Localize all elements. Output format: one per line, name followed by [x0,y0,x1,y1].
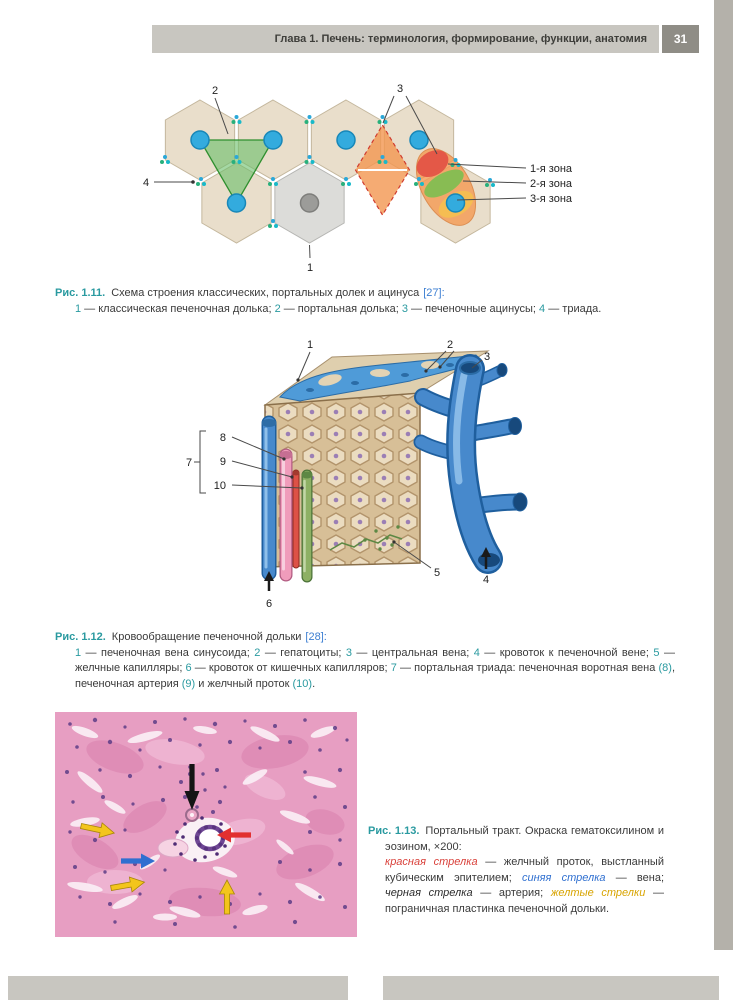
fig12-caption-ref: Рис. 1.12. [55,631,106,643]
fig12-caption: Рис. 1.12. Кровообращение печеночной доль… [55,630,675,692]
fig11-callout-3: 3 [397,83,403,95]
fig12-caption-legend: 1 — печеночная вена синусоида; 2 — гепат… [75,646,675,693]
zone-label-3: 3-я зона [530,193,573,205]
fig12-callout-2: 2 [447,339,453,351]
chapter-title: Глава 1. Печень: терминология, формирова… [274,33,647,45]
zone-label-1: 1-я зона [530,163,573,175]
legend-item: 7 — портальная триада: печеночная воротн… [390,662,659,675]
page-number-tab: 31 [662,25,699,53]
acinus-diamond [354,123,411,217]
fig11-caption-ref: Рис. 1.11. [55,287,106,299]
page-number: 31 [673,32,688,46]
legend-item: 1 — печеночная вена синусоида; [75,646,255,659]
portal-vein [157,838,189,858]
legend-item: красная стрелка — желчный проток, выстла… [385,856,664,884]
legend-item: 4 — кровоток к печеночной вене; [473,646,654,659]
legend-item: синяя стрелка — вена; [521,871,665,884]
legend-item: (8), печеночная артерия [75,662,675,690]
portal-lobule-triangle [198,139,275,205]
fig12-caption-citation: [28]: [305,631,327,643]
legend-item: 5 — желчные капилляры; [75,646,675,675]
fig11-callout-1: 1 [307,262,313,274]
legend-item: черная стрелка — артерия; [385,887,551,900]
legend-item: желтые стрелки — пограничная пластинка п… [385,887,664,916]
fig12-leader-dots [282,365,442,544]
legend-item: (10). [292,677,316,690]
fig11-caption-citation: [27]: [423,287,445,299]
fig12-caption-title: Кровообращение печеночной дольки [111,631,302,643]
page-edge-bottom-left [8,976,348,1000]
chapter-header-bar: Глава 1. Печень: терминология, формирова… [152,25,659,53]
figure-1-13-histology-image [55,712,357,937]
legend-item: 2 — гепатоциты; [254,646,346,659]
triad-pointer-dot [191,180,195,184]
legend-item: (9) и желчный проток [181,677,293,690]
fig11-callout-4: 4 [143,177,149,189]
fig11-callout-2: 2 [212,85,218,97]
figure-1-11-lobule-scheme: 2 3 4 1 1-я зона 2-я зона 3-я зона [143,83,573,274]
fig11-caption-legend: 1 — классическая печеночная долька; 2 — … [75,302,675,318]
figure-1-12-lobule-circulation: 1 2 3 4 5 6 7 8 9 10 [186,339,528,610]
fig12-callout-6: 6 [266,598,272,610]
fig11-leader-lines [154,95,527,259]
fig12-leader-lines [194,350,483,569]
fig11-caption-title: Схема строения классических, портальных … [111,287,420,299]
fig12-callout-1: 1 [307,339,313,351]
fig13-caption-ref: Рис. 1.13. [368,825,420,837]
fig12-callout-10: 10 [214,480,226,492]
central-vein-circles [190,130,466,213]
legend-item: 2 — портальная долька; [274,302,402,315]
zone-label-2: 2-я зона [530,178,573,190]
legend-item: 3 — центральная вена; [345,646,474,659]
fig13-caption-legend: красная стрелка — желчный проток, выстла… [385,855,664,917]
page-edge-bottom-right [383,976,719,1000]
fig12-callout-4: 4 [483,574,489,586]
legend-item: 4 — триада. [539,302,602,315]
fig11-caption: Рис. 1.11. Схема строения классических, п… [55,286,675,317]
fig12-callout-9: 9 [220,456,226,468]
fig13-caption-title: Портальный тракт. Окраска гематоксилином… [385,825,665,853]
hepatic-vein-tree [413,354,528,574]
fig12-callout-5: 5 [434,567,440,579]
page-edge-right [714,0,733,950]
portal-tract [157,808,235,863]
bile-capillary-dots [363,525,400,551]
fig12-callout-8: 8 [220,432,226,444]
fig13-caption: Рис. 1.13.Портальный тракт. Окраска гема… [368,824,664,918]
fig12-callout-7: 7 [186,457,192,469]
legend-item: 3 — печеночные ацинусы; [401,302,540,315]
sinusoid-slits [67,725,337,921]
blood-flow-arrows [264,547,491,591]
legend-item: 6 — кровоток от кишечных капилляров; [185,662,391,675]
legend-item: 1 — классическая печеночная долька; [75,302,275,315]
fig12-callout-3: 3 [484,351,490,363]
